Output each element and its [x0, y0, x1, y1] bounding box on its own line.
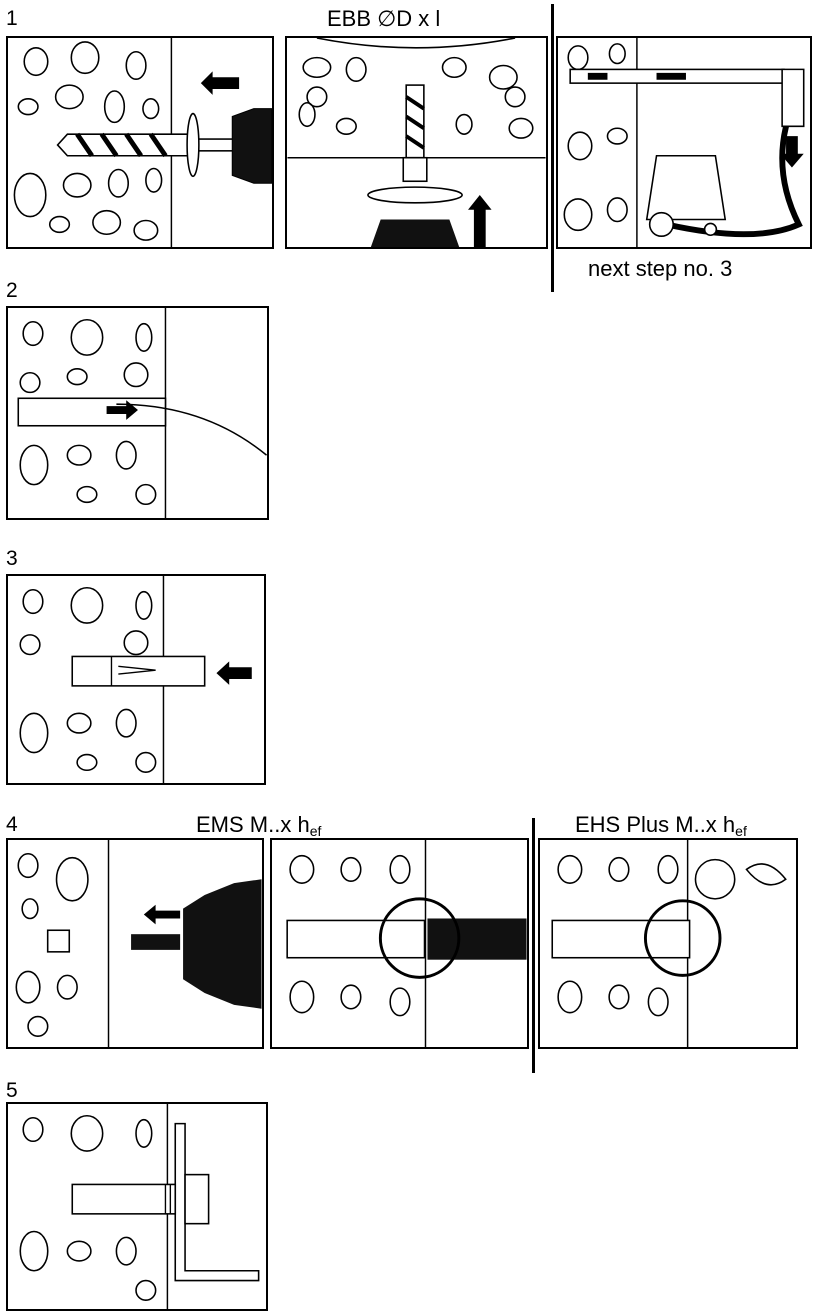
anchor-sleeve-icon	[71, 655, 206, 687]
detail-circle	[643, 899, 722, 977]
hammer-drill-bit-icon	[367, 84, 463, 247]
drill-hole	[17, 397, 167, 427]
step-3-insert-illustration	[19, 576, 252, 783]
arrow-up-icon	[468, 194, 492, 247]
step-1-separator	[551, 4, 554, 292]
fixture-bracket	[174, 1122, 260, 1282]
step-1-drilling-panel	[6, 36, 274, 249]
step-3-insert-panel	[6, 574, 266, 785]
anchor-sleeve-icon	[286, 919, 426, 959]
step-5-fasten-panel	[6, 1102, 268, 1311]
arrow-left-icon	[143, 904, 181, 925]
anchor-sleeve-icon	[46, 929, 71, 953]
step-1-vacuum-illustration	[563, 38, 805, 247]
step-1-number: 1	[6, 7, 18, 30]
step-4-ehs-illustration	[551, 840, 787, 1047]
step-2-blowout-panel	[6, 306, 269, 520]
setting-tool-icon	[131, 879, 262, 1009]
step-1-tool-label: EBB ∅D x l	[327, 6, 441, 31]
arrow-left-icon	[200, 71, 240, 95]
vacuum-cleaner-icon	[645, 68, 805, 238]
step-4-separator	[532, 818, 535, 1073]
step-2-blowout-illustration	[17, 308, 267, 518]
eye-icon	[745, 863, 787, 886]
arrow-down-icon	[780, 136, 804, 168]
arrow-left-icon	[216, 661, 252, 685]
drill-icon	[186, 108, 272, 184]
bolt-icon	[71, 1173, 210, 1225]
blow-out-pump-icon	[116, 403, 267, 456]
step-1-next-step-note: next step no. 3	[588, 256, 733, 281]
arrow-right-icon	[106, 400, 138, 420]
step-1-bit-illustration	[287, 38, 546, 247]
step-3-number: 3	[6, 547, 18, 570]
step-2-number: 2	[6, 279, 18, 302]
step-4-ems-illustration	[286, 840, 527, 1047]
step-1-drilling-illustration	[13, 38, 272, 247]
detail-circle	[378, 897, 461, 979]
step-5-fasten-illustration	[19, 1104, 260, 1309]
step-4-ems-label: EMS M..x hef	[196, 812, 322, 840]
rotation-indicator-icon	[694, 858, 736, 900]
step-1-vacuum-panel	[556, 36, 812, 249]
step-4-ehs-panel	[538, 838, 798, 1049]
step-4-setting-tool-illustration	[15, 840, 262, 1047]
step-1-bit-panel	[285, 36, 548, 249]
step-5-number: 5	[6, 1079, 18, 1102]
setting-tool-icon	[427, 918, 527, 960]
concrete-aggregate	[13, 41, 163, 241]
step-4-ems-panel	[270, 838, 529, 1049]
drill-bit-icon	[56, 132, 196, 158]
step-4-ehs-label: EHS Plus M..x hef	[575, 812, 747, 840]
anchor-sleeve-icon	[551, 919, 691, 959]
step-4-number: 4	[6, 813, 18, 836]
step-4-setting-tool-panel	[6, 838, 264, 1049]
